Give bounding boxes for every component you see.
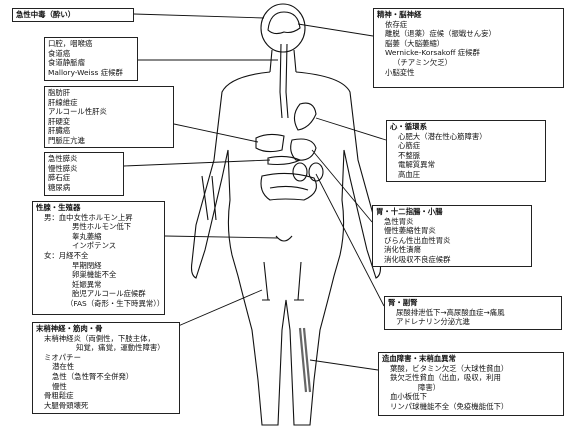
box-kidney-line-1: アドレナリン分泌亢進 — [388, 317, 558, 327]
box-liver-line-5: 門脈圧亢進 — [48, 136, 170, 146]
box-sexual-organs: 性腺・生殖器 男：血中女性ホルモン上昇 男性ホルモン低下 睾丸萎縮 インポテンス… — [32, 201, 165, 315]
box-mental-line-1: 離脱（退薬）症候（振戦せん妄） — [377, 29, 560, 39]
box-stomach-title: 胃・十二指腸・小腸 — [376, 207, 528, 217]
box-mental-line-5: 小脳変性 — [377, 68, 560, 78]
box-mental-title: 精神・脳神経 — [377, 10, 560, 20]
box-pancreas-line-1: 慢性膵炎 — [48, 164, 120, 174]
box-sexual-line-4: 女：月経不全 — [36, 251, 161, 261]
liver-shape — [256, 134, 284, 151]
box-liver-line-2: アルコール性肝炎 — [48, 107, 170, 117]
body-outline — [192, 72, 381, 425]
head-outline — [261, 4, 305, 52]
connector-acute — [134, 14, 264, 18]
esophagus-shape — [280, 44, 288, 118]
box-neuro-title: 末梢神経・筋肉・骨 — [36, 324, 176, 334]
connector-heart — [316, 118, 386, 140]
connector-pancreas — [124, 160, 270, 166]
box-neuro-line-3: 潜在性 — [36, 362, 176, 372]
box-sexual-line-2: 睾丸萎縮 — [36, 232, 161, 242]
box-sexual-line-0: 男：血中女性ホルモン上昇 — [36, 213, 161, 223]
box-stomach-line-2: びらん性出血性胃炎 — [376, 236, 528, 246]
box-sexual-line-8: 胎児アルコール症候群 — [36, 289, 161, 299]
intestine-fold — [270, 186, 308, 190]
box-pancreas: 急性膵炎 慢性膵炎 膵石症 糖尿病 — [44, 152, 124, 196]
box-liver: 脂肪肝 肝線維症 アルコール性肝炎 肝硬変 肝臓癌 門脈圧亢進 — [44, 86, 174, 148]
box-blood-line-0: 葉酸，ビタミン欠乏（大球性貧血） — [382, 364, 560, 374]
box-acute-intoxication: 急性中毒（酔い） — [12, 8, 134, 22]
box-mouth-esophagus: 口腔，咽喉癌 食道癌 食道静脈瘤 Mallory-Weiss 症候群 — [44, 37, 138, 81]
neck-outline — [270, 50, 296, 72]
kidney-shape-left — [309, 163, 323, 181]
connector-lines — [124, 14, 386, 370]
box-neuro-line-7: 大腿骨頭壊死 — [36, 401, 176, 411]
box-heart-line-2: 不整脈 — [390, 151, 542, 161]
box-blood-line-2: 障害） — [382, 383, 560, 393]
box-stomach-line-0: 急性胃炎 — [376, 217, 528, 227]
box-liver-line-3: 肝硬変 — [48, 117, 170, 127]
box-liver-line-1: 肝線維症 — [48, 98, 170, 108]
box-mouth-line-2: 食道静脈瘤 — [48, 58, 134, 68]
genital-shape — [276, 236, 292, 241]
box-sexual-line-3: インポテンス — [36, 241, 161, 251]
box-heart-line-4: 高血圧 — [390, 170, 542, 180]
box-acute-title: 急性中毒（酔い） — [16, 10, 75, 19]
box-neuro-muscle-bone: 末梢神経・筋肉・骨 末梢神経炎（両側性，下肢主体， 知覚，痛覚，運動性障害） ミ… — [32, 322, 180, 414]
box-mouth-line-1: 食道癌 — [48, 49, 134, 59]
bone-femur-right — [262, 262, 270, 300]
box-blood: 造血障害・末梢血異常 葉酸，ビタミン欠乏（大球性貧血） 鉄欠乏性貧血（出血，吸収… — [378, 352, 564, 416]
box-heart-line-1: 心筋症 — [390, 141, 542, 151]
box-stomach-intestine: 胃・十二指腸・小腸 急性胃炎 慢性萎縮性胃炎 びらん性出血性胃炎 消化性潰瘍 消… — [372, 205, 532, 267]
box-pancreas-line-2: 膵石症 — [48, 173, 120, 183]
brain-shape — [268, 12, 300, 34]
box-blood-title: 造血障害・末梢血異常 — [382, 354, 560, 364]
box-neuro-line-0: 末梢神経炎（両側性，下肢主体， — [36, 334, 176, 344]
box-heart-line-3: 電解質異常 — [390, 160, 542, 170]
box-neuro-line-1: 知覚，痛覚，運動性障害） — [36, 343, 176, 353]
box-liver-line-0: 脂肪肝 — [48, 88, 170, 98]
bone-femur-left — [294, 262, 304, 300]
box-mouth-line-3: Mallory-Weiss 症候群 — [48, 68, 134, 78]
box-heart-title: 心・循環系 — [390, 122, 542, 132]
box-mental-line-4: （チアミン欠乏） — [377, 58, 560, 68]
box-neuro-line-2: ミオパチー — [36, 353, 176, 363]
box-pancreas-line-0: 急性膵炎 — [48, 154, 120, 164]
box-mental-line-2: 脳萎（大脳萎縮） — [377, 39, 560, 49]
box-blood-line-1: 鉄欠乏性貧血（出血，吸収，利用 — [382, 373, 560, 383]
box-sexual-line-6: 卵巣機能不全 — [36, 270, 161, 280]
box-heart-line-0: 心肥大（潜在性心筋障害） — [390, 132, 542, 142]
box-heart-circulation: 心・循環系 心肥大（潜在性心筋障害） 心筋症 不整脈 電解質異常 高血圧 — [386, 120, 546, 182]
box-stomach-line-1: 慢性萎縮性胃炎 — [376, 226, 528, 236]
box-kidney-title: 腎・副腎 — [388, 298, 558, 308]
connector-mental — [298, 24, 373, 36]
box-sexual-line-9: （FAS（奇形・生下時異常）） — [36, 299, 161, 309]
box-stomach-line-3: 消化性潰瘍 — [376, 245, 528, 255]
box-stomach-line-4: 消化吸収不良症候群 — [376, 255, 528, 265]
kidney-shape-right — [293, 163, 307, 181]
connector-stomach — [312, 150, 372, 222]
box-sexual-title: 性腺・生殖器 — [36, 203, 161, 213]
box-mental-line-3: Wernicke-Korsakoff 症候群 — [377, 48, 560, 58]
box-blood-line-4: リンパ球機能不全（免疫機能低下） — [382, 402, 560, 412]
leg-vessel-shape — [300, 328, 310, 392]
box-mental-line-0: 依存症 — [377, 20, 560, 30]
box-kidney-line-0: 尿酸排泄低下→高尿酸血症→痛風 — [388, 308, 558, 318]
pancreas-shape — [268, 156, 300, 164]
box-neuro-line-5: 慢性 — [36, 382, 176, 392]
box-sexual-line-7: 妊娠異常 — [36, 280, 161, 290]
box-mental-neuro: 精神・脳神経 依存症 離脱（退薬）症候（振戦せん妄） 脳萎（大脳萎縮） Wern… — [373, 8, 564, 88]
box-kidney-adrenal: 腎・副腎 尿酸排泄低下→高尿酸血症→痛風 アドレナリン分泌亢進 — [384, 296, 562, 330]
box-liver-line-4: 肝臓癌 — [48, 126, 170, 136]
stomach-shape — [291, 139, 316, 160]
connector-sexual — [165, 236, 278, 238]
box-sexual-line-5: 早期閉経 — [36, 261, 161, 271]
box-neuro-line-6: 骨粗鬆症 — [36, 391, 176, 401]
heart-shape — [294, 103, 316, 130]
connector-blood — [310, 360, 378, 370]
box-mouth-line-0: 口腔，咽喉癌 — [48, 39, 134, 49]
box-pancreas-line-3: 糖尿病 — [48, 183, 120, 193]
box-sexual-line-1: 男性ホルモン低下 — [36, 222, 161, 232]
box-blood-line-3: 血小板低下 — [382, 392, 560, 402]
box-neuro-line-4: 急性（急性腎不全併発） — [36, 372, 176, 382]
